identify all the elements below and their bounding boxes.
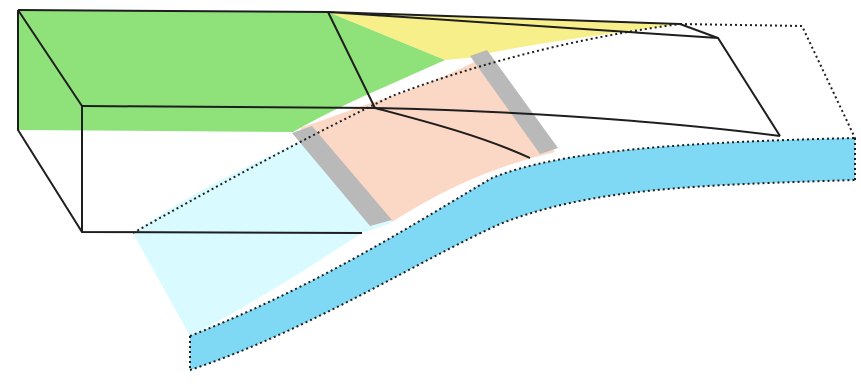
dotted-top-right: [680, 24, 855, 138]
